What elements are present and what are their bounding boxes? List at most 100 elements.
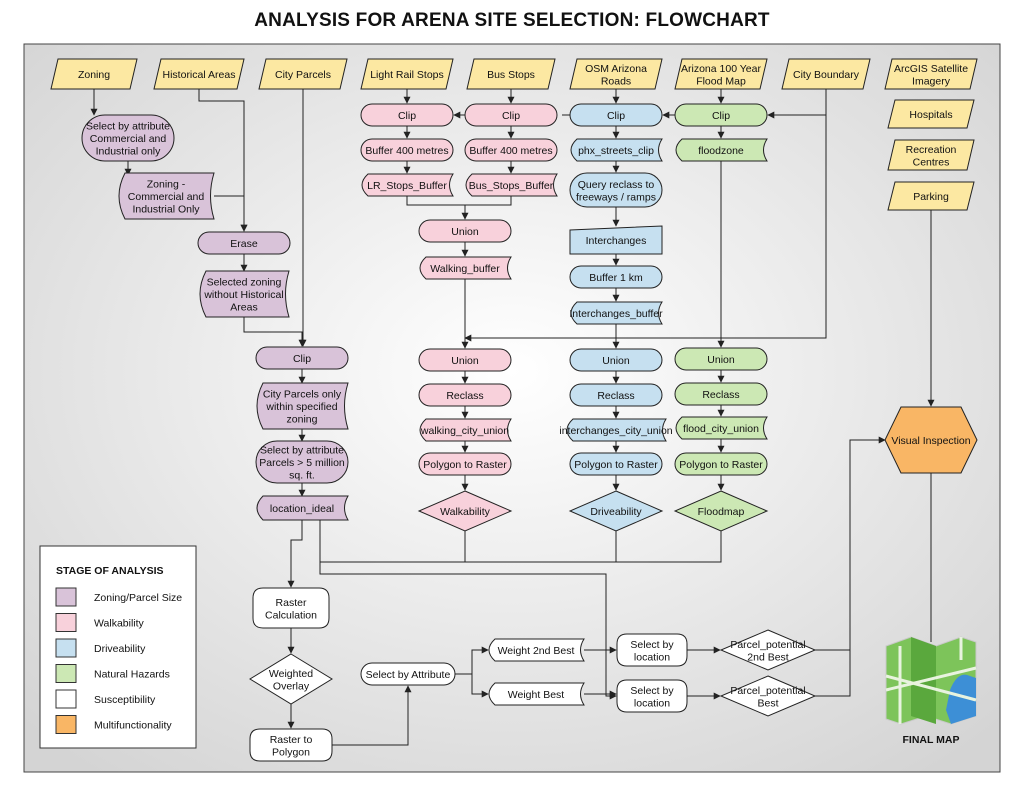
e-flood-to-calc (616, 531, 722, 563)
legend-label: Natural Hazards (94, 669, 170, 681)
selected-zoning-data-label-3: Areas (230, 302, 257, 314)
union-drive: Union (569, 348, 663, 372)
raster-to-polygon-label-2: Polygon (272, 746, 310, 758)
input-recreation-label-1: Recreation (906, 144, 957, 156)
flood-city-union-data: flood_city_union (675, 416, 768, 440)
interchanges-city-union-data-label: interchanges_city_union (559, 425, 672, 437)
parcels-within-data-shape (256, 382, 349, 430)
e-location-to-calc (287, 520, 303, 588)
select-parcels-label-1: Select by attribute (260, 445, 344, 457)
erase-process: Erase (197, 231, 291, 255)
select-parcels-label-3: sq. ft. (289, 470, 315, 482)
legend-swatch (55, 638, 77, 658)
reclass-drive: Reclass (569, 383, 663, 407)
weight-2nd-best: Weight 2nd Best (488, 638, 585, 662)
select-parcels-shape (255, 440, 349, 484)
poly-raster-drive-label: Polygon to Raster (574, 459, 658, 471)
phx-streets-clip-data: phx_streets_clip (570, 138, 663, 162)
reclass-flood-label: Reclass (702, 389, 739, 401)
select-by-attribute-shape (360, 662, 456, 686)
clip-roads-shape (569, 103, 663, 127)
input-zoning-shape (50, 58, 138, 90)
select-attr-zoning-label-2: Commercial and (90, 133, 167, 145)
clip-flood-label: Clip (712, 110, 730, 122)
location-ideal-data-label: location_ideal (270, 503, 334, 515)
page-title: ANALYSIS FOR ARENA SITE SELECTION: FLOWC… (254, 10, 770, 31)
e-historical-erase (198, 89, 248, 232)
reclass-flood-shape (674, 382, 768, 406)
clip-parcels-shape (255, 346, 349, 370)
poly-raster-flood-label: Polygon to Raster (679, 459, 763, 471)
interchanges-manual-shape (569, 225, 663, 255)
floodmap-decision: Floodmap (673, 490, 769, 532)
select-location-2-shape (616, 679, 688, 713)
legend-swatch (55, 587, 77, 607)
visual-inspection-shape (884, 406, 978, 474)
interchanges-buffer-data-label: Interchanges_buffer (569, 308, 663, 320)
driveability-decision-shape (568, 490, 664, 532)
input-light-rail: Light Rail Stops (360, 58, 454, 90)
weight-2nd-best-label: Weight 2nd Best (498, 645, 575, 657)
visual-inspection: Visual Inspection (884, 406, 978, 474)
legend-swatch (55, 613, 77, 632)
e-location-to-select (319, 520, 617, 700)
raster-calculation-label-2: Calculation (265, 609, 317, 621)
walkability-decision-label: Walkability (440, 506, 491, 518)
clip-roads: Clip (569, 103, 663, 127)
input-osm-roads-label-2: Roads (601, 75, 631, 87)
legend-label: Susceptibility (94, 694, 156, 706)
input-satellite-shape (884, 58, 978, 90)
poly-raster-walk-label: Polygon to Raster (423, 459, 507, 471)
interchanges-manual: Interchanges (569, 225, 663, 255)
buffer-light-rail-label: Buffer 400 metres (365, 145, 448, 157)
floodmap-decision-shape (673, 490, 769, 532)
flood-city-union-data-shape (675, 416, 768, 440)
input-city-parcels: City Parcels (258, 58, 348, 90)
interchanges-city-union-data-shape (566, 418, 667, 442)
buffer-light-rail-shape (360, 138, 454, 162)
reclass-walk-shape (418, 383, 512, 407)
input-parking-label: Parking (913, 191, 949, 203)
zoning-ci-data-label-2: Commercial and (128, 191, 205, 203)
flood-city-union-data-label: flood_city_union (683, 423, 759, 435)
weight-2nd-best-shape (488, 638, 585, 662)
buffer-bus-stops-label: Buffer 400 metres (469, 145, 552, 157)
bus-stops-buffer-data-shape (465, 173, 558, 197)
e-selectattr-best (455, 673, 489, 698)
input-city-boundary-shape (781, 58, 871, 90)
weight-best-label: Weight Best (508, 689, 564, 701)
map-water-icon (946, 674, 976, 724)
clip-bus-stops-shape (464, 103, 558, 127)
buffer-1km-label: Buffer 1 km (589, 272, 643, 284)
e-lrdata-union (406, 196, 469, 220)
input-zoning: Zoning (50, 58, 138, 90)
input-flood-map-shape (674, 58, 768, 90)
input-recreation-label-2: Centres (913, 156, 950, 168)
bus-stops-buffer-data-label: Bus_Stops_Buffer (469, 180, 554, 192)
walkability-decision: Walkability (417, 490, 513, 532)
floodzone-data: floodzone (675, 138, 768, 162)
weighted-overlay-shape (249, 653, 333, 705)
parcel-potential-best-label-2: Best (757, 697, 778, 709)
legend-label: Multifunctionality (94, 720, 172, 732)
zoning-ci-data-shape (118, 172, 215, 220)
select-parcels-label-2: Parcels > 5 million (259, 457, 345, 469)
select-location-1-label-2: location (634, 651, 670, 663)
clip-roads-label: Clip (607, 110, 625, 122)
buffer-light-rail: Buffer 400 metres (360, 138, 454, 162)
poly-raster-walk-shape (418, 452, 512, 476)
input-flood-map-label-2: Flood Map (696, 75, 746, 87)
input-city-boundary: City Boundary (781, 58, 871, 90)
zoning-ci-data-label-1: Zoning - (147, 179, 186, 191)
parcels-within-data-label-1: City Parcels only (263, 389, 342, 401)
select-attr-zoning-label-3: Industrial only (96, 146, 162, 158)
phx-streets-clip-data-shape (570, 138, 663, 162)
interchanges-buffer-data-shape (570, 301, 663, 325)
